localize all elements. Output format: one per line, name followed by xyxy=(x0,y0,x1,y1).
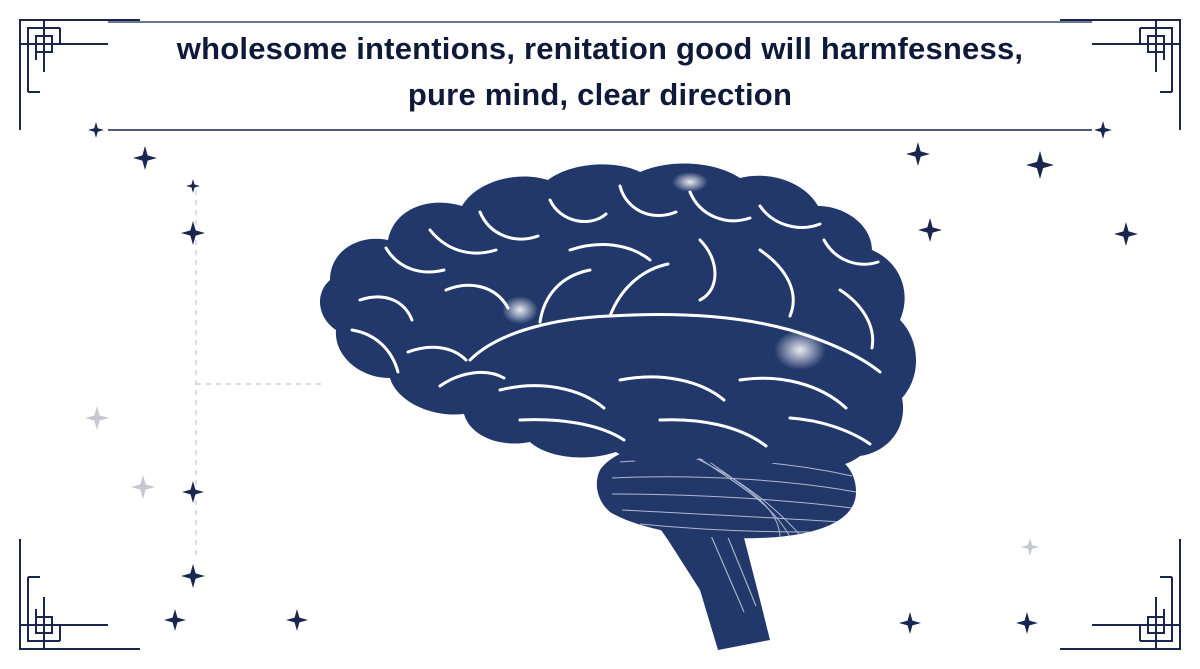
sparkle-icon xyxy=(1114,222,1138,246)
highlight-glow xyxy=(774,330,826,370)
sparkle-icon xyxy=(1021,538,1039,556)
sparkle-icon xyxy=(1094,121,1112,139)
sparkle-icon xyxy=(181,221,205,245)
corner-ornament-icon xyxy=(19,19,140,130)
guide-lines xyxy=(195,190,326,560)
highlight-glow xyxy=(502,296,538,324)
sparkle-icon xyxy=(131,475,155,499)
sparkle-icon xyxy=(899,612,921,634)
title-line-1: wholesome intentions, renitation good wi… xyxy=(176,31,1024,66)
sparkle-icon xyxy=(286,609,308,631)
title-frame xyxy=(108,21,1092,131)
sparkle-icon xyxy=(1026,151,1054,179)
sparkle-icon xyxy=(1016,612,1038,634)
sparkle-icon xyxy=(164,609,186,631)
sparkle-icon xyxy=(181,564,205,588)
highlight-glow xyxy=(672,172,708,192)
sparkle-icon xyxy=(186,179,200,193)
sparkle-icon xyxy=(182,481,204,503)
sparkle-icon xyxy=(85,406,109,430)
corner-ornament-icon xyxy=(19,538,141,650)
sparkle-icon xyxy=(88,122,104,138)
corner-ornament-icon xyxy=(1059,538,1181,650)
title-block: wholesome intentions, renitation good wi… xyxy=(110,26,1090,118)
sparkle-icon xyxy=(906,142,930,166)
title-line-2: pure mind, clear direction xyxy=(407,77,793,112)
sparkle-icon xyxy=(918,218,942,242)
sparkle-icon xyxy=(133,146,157,170)
brain-icon xyxy=(319,163,917,650)
